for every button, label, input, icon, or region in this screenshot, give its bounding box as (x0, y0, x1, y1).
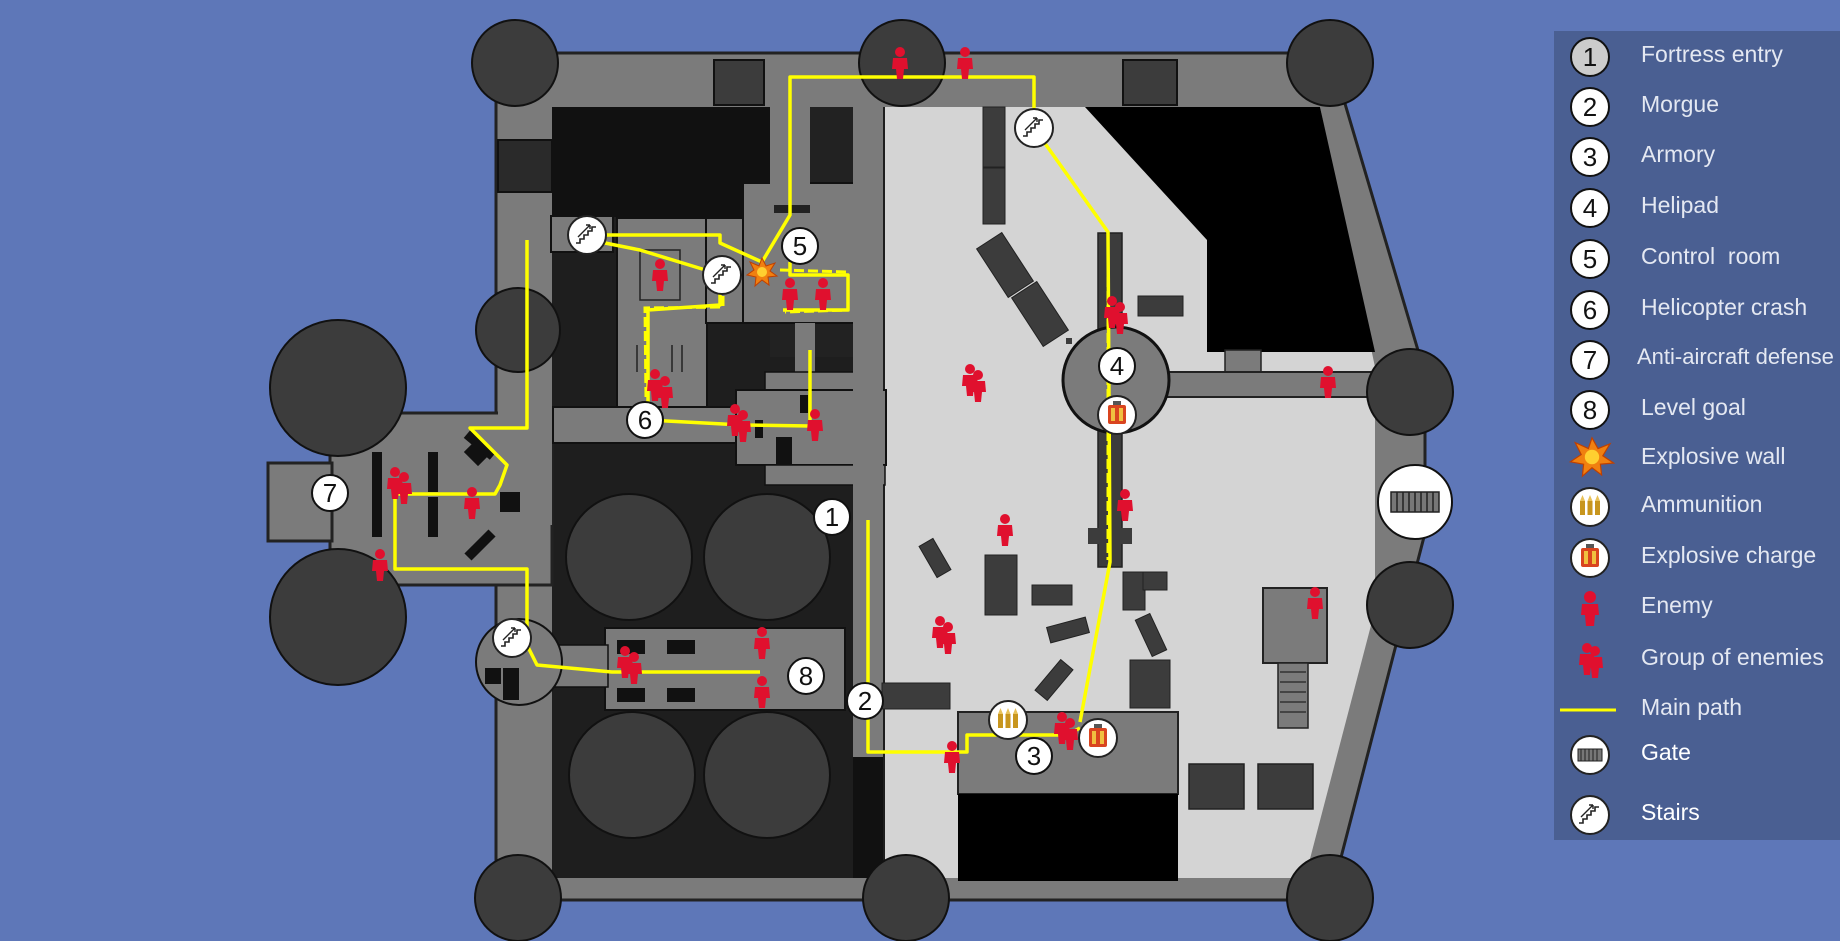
gate-icon (1377, 464, 1453, 540)
stairs-icon (702, 255, 742, 295)
map-legend: 1 Fortress entry 2 Morgue 3 Armory 4 Hel… (1554, 31, 1840, 840)
legend-item-explosive-wall: Explosive wall (1554, 435, 1840, 483)
legend-item-level-goal: 8 Level goal (1554, 386, 1840, 434)
number-3-icon: 3 (1570, 137, 1610, 177)
legend-label: Explosive wall (1641, 443, 1786, 469)
legend-item-helipad: 4 Helipad (1554, 184, 1840, 232)
legend-label: Morgue (1641, 91, 1719, 117)
legend-item-morgue: 2 Morgue (1554, 83, 1840, 131)
legend-item-group-of-enemies: Group of enemies (1554, 636, 1840, 684)
number-4-icon: 4 (1570, 188, 1610, 228)
legend-label: Group of enemies (1641, 644, 1824, 670)
legend-item-explosive-charge: Explosive charge (1554, 534, 1840, 582)
legend-label: Stairs (1641, 799, 1700, 825)
stairs-icon (492, 618, 532, 658)
legend-label: Fortress entry (1641, 41, 1783, 67)
waypoint-5-marker: 5 (781, 227, 819, 265)
number-7-icon: 7 (1570, 340, 1610, 380)
explosive-charge-icon (1078, 718, 1118, 758)
explosive-charge-icon (1097, 395, 1137, 435)
legend-label: Control room (1641, 243, 1781, 269)
waypoint-1-marker: 1 (813, 498, 851, 536)
enemy-group-icon (1579, 643, 1603, 678)
waypoint-4-marker: 4 (1098, 347, 1136, 385)
legend-label: Main path (1641, 694, 1743, 720)
stairs-icon (1014, 108, 1054, 148)
fortress-map (266, 19, 1454, 941)
legend-item-control-room: 5 Control room (1554, 235, 1840, 283)
legend-item-anti-aircraft: 7 Anti-aircraft defense (1554, 336, 1840, 384)
legend-label: Anti-aircraft defense (1637, 344, 1834, 369)
legend-item-enemy: Enemy (1554, 584, 1840, 632)
legend-item-armory: 3 Armory (1554, 133, 1840, 181)
legend-label: Helicopter crash (1641, 294, 1808, 320)
legend-label: Helipad (1641, 192, 1719, 218)
legend-label: Explosive charge (1641, 542, 1817, 568)
stairs-icon (1570, 795, 1610, 835)
waypoint-6-marker: 6 (626, 401, 664, 439)
stairs-icon (567, 215, 607, 255)
waypoint-8-marker: 8 (787, 657, 825, 695)
ammunition-icon (988, 700, 1028, 740)
number-8-icon: 8 (1570, 390, 1610, 430)
legend-item-gate: Gate (1554, 731, 1840, 779)
gate-icon (1570, 735, 1610, 775)
explosion-icon (1568, 436, 1616, 478)
waypoint-2-marker: 2 (846, 682, 884, 720)
legend-label: Level goal (1641, 394, 1746, 420)
waypoint-7-marker: 7 (311, 474, 349, 512)
legend-item-fortress-entry: 1 Fortress entry (1554, 33, 1840, 81)
ammunition-icon (1570, 487, 1610, 527)
legend-label: Gate (1641, 739, 1691, 765)
legend-item-ammunition: Ammunition (1554, 483, 1840, 531)
legend-item-helicopter-crash: 6 Helicopter crash (1554, 286, 1840, 334)
number-1-icon: 1 (1570, 37, 1610, 77)
number-2-icon: 2 (1570, 87, 1610, 127)
enemy-icon (1581, 591, 1599, 626)
legend-item-stairs: Stairs (1554, 791, 1840, 839)
towers (269, 19, 1454, 941)
number-6-icon: 6 (1570, 290, 1610, 330)
number-5-icon: 5 (1570, 239, 1610, 279)
legend-label: Ammunition (1641, 491, 1763, 517)
explosive-charge-icon (1570, 538, 1610, 578)
legend-label: Armory (1641, 141, 1716, 167)
legend-label: Enemy (1641, 592, 1713, 618)
waypoint-3-marker: 3 (1015, 737, 1053, 775)
path-line-icon (1560, 708, 1616, 712)
legend-item-main-path: Main path (1554, 686, 1840, 734)
